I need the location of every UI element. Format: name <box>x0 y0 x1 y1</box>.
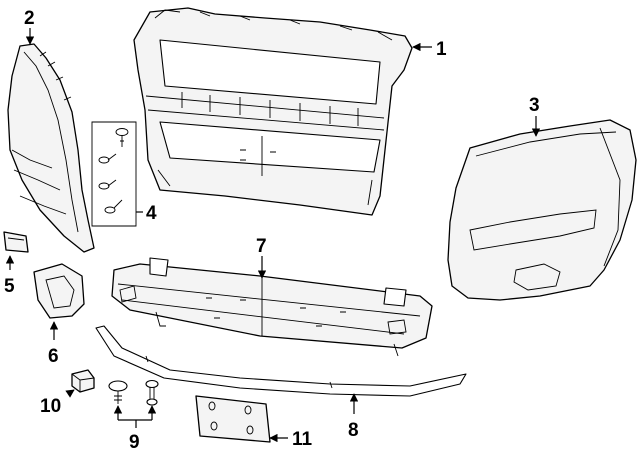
callout-1[interactable]: 1 <box>436 39 447 60</box>
callout-10[interactable]: 10 <box>40 396 61 417</box>
callout-5[interactable]: 5 <box>4 276 15 297</box>
part-fascia-end-right[interactable] <box>447 119 637 301</box>
part-lower-trim-strip[interactable] <box>95 325 467 397</box>
callout-4[interactable]: 4 <box>146 203 157 224</box>
callout-2[interactable]: 2 <box>24 8 35 29</box>
leader-lines <box>5 28 541 443</box>
part-clip-block[interactable] <box>71 369 95 393</box>
callout-11[interactable]: 11 <box>292 429 313 450</box>
callout-9[interactable]: 9 <box>129 432 140 453</box>
callout-7[interactable]: 7 <box>256 236 267 257</box>
callout-6[interactable]: 6 <box>48 346 59 367</box>
part-grille-reinforcement[interactable] <box>133 7 413 216</box>
part-fastener-set[interactable] <box>91 121 137 227</box>
part-fascia-end-left[interactable] <box>7 43 95 253</box>
part-reinforcement-beam[interactable] <box>111 257 433 357</box>
part-bracket-left[interactable] <box>3 231 29 253</box>
part-side-support[interactable] <box>33 263 85 319</box>
callout-3[interactable]: 3 <box>529 95 540 116</box>
leader-10 <box>65 389 75 398</box>
callout-8[interactable]: 8 <box>348 420 359 441</box>
part-license-plate-bracket[interactable] <box>195 395 271 443</box>
callout-labels: 1 2 3 4 5 6 7 8 9 10 11 <box>4 8 540 453</box>
part-push-pin[interactable] <box>108 379 159 406</box>
